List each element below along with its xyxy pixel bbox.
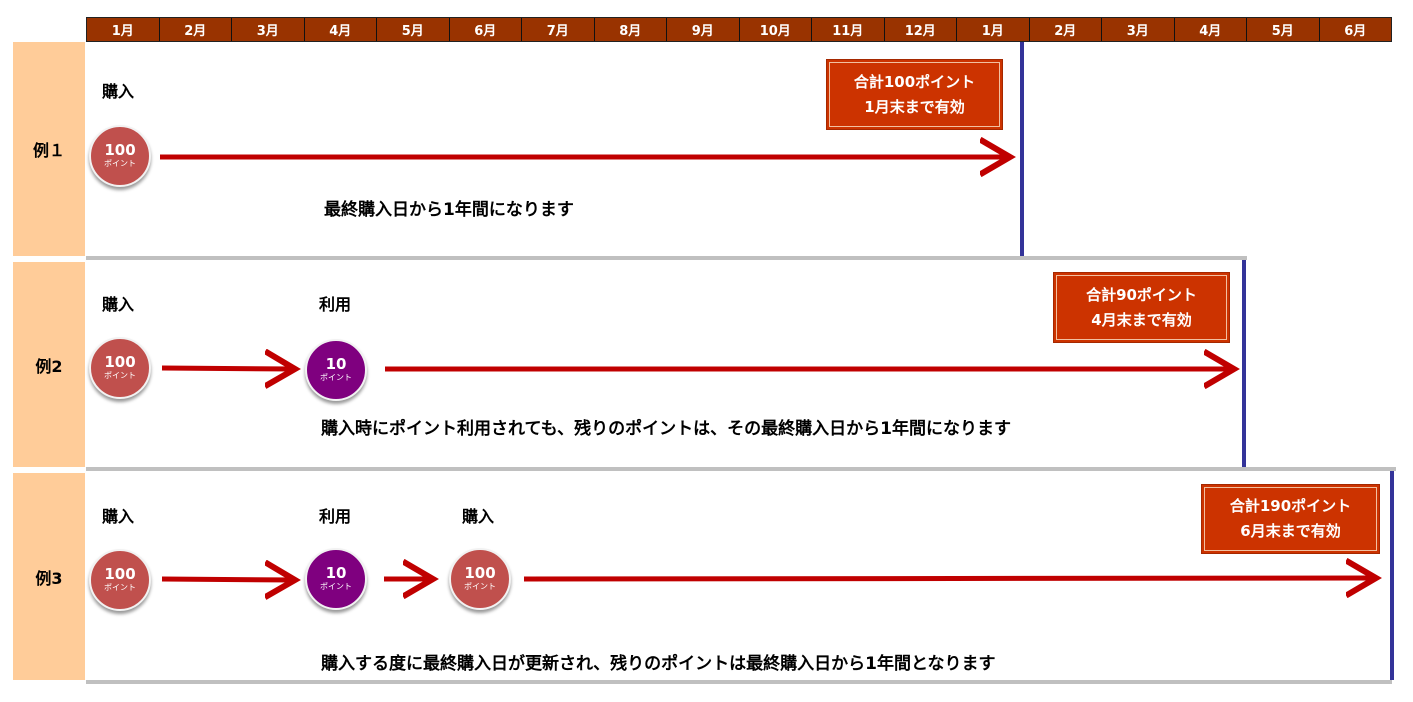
month-cell: 5月 (1247, 18, 1320, 41)
event-use-label: 利用 (319, 295, 352, 314)
coin-unit: ポイント (320, 373, 352, 382)
month-cell: 3月 (1102, 18, 1175, 41)
total-points-badge-1: 合計100ポイント 1月末まで有効 (826, 59, 1003, 130)
coin-unit: ポイント (104, 159, 136, 168)
event-purchase-label: 購入 (462, 507, 495, 526)
month-cell: 10月 (740, 18, 812, 41)
total-points-badge-3: 合計190ポイント 6月末まで有効 (1201, 484, 1380, 554)
example-1-label: 例１ (13, 42, 85, 256)
example-1-description: 最終購入日から1年間になります (324, 200, 574, 220)
month-cell: 2月 (160, 18, 232, 41)
month-cell: 5月 (377, 18, 450, 41)
month-cell: 6月 (450, 18, 522, 41)
month-cell: 1月 (957, 18, 1030, 41)
total-points-badge-2: 合計90ポイント 4月末まで有効 (1053, 272, 1230, 343)
month-cell: 9月 (667, 18, 740, 41)
coin-unit: ポイント (104, 583, 136, 592)
row-separator (86, 256, 1247, 260)
coin-value: 10 (325, 355, 347, 373)
event-purchase-label: 購入 (102, 507, 135, 526)
coin-value: 100 (104, 141, 136, 159)
event-purchase-label: 購入 (102, 82, 135, 101)
month-cell: 4月 (1175, 18, 1247, 41)
arrow-example-2-a (161, 368, 295, 369)
month-cell: 3月 (232, 18, 305, 41)
coin-unit: ポイント (320, 582, 352, 591)
badge-expiry: 1月末まで有効 (864, 97, 965, 116)
coin-value: 100 (104, 353, 136, 371)
month-cell: 4月 (305, 18, 377, 41)
expiry-line-3 (1390, 471, 1394, 680)
expiry-line-2 (1242, 260, 1246, 467)
example-2-description: 購入時にポイント利用されても、残りのポイントは、その最終購入日から1年間になりま… (321, 419, 1011, 439)
coin-unit: ポイント (104, 371, 136, 380)
month-cell: 6月 (1344, 24, 1367, 39)
badge-total: 合計100ポイント (853, 72, 976, 91)
row-separator (86, 680, 1392, 684)
badge-expiry: 4月末まで有効 (1091, 310, 1192, 329)
point-coin-purchase: 100 ポイント (89, 337, 151, 399)
coin-value: 100 (464, 564, 496, 582)
coin-value: 10 (325, 564, 347, 582)
event-use-label: 利用 (319, 507, 352, 526)
example-2-label: 例2 (13, 262, 85, 467)
month-cell: 1月 (87, 18, 160, 41)
point-coin-use: 10 ポイント (305, 339, 367, 401)
point-coin-use: 10 ポイント (305, 548, 367, 610)
month-header: 1月 2月 3月 4月 5月 6月 7月 8月 9月 10月 11月 12月 1… (86, 17, 1392, 42)
month-cell: 7月 (522, 18, 595, 41)
example-3-label: 例3 (13, 473, 85, 680)
expiry-line-1 (1020, 42, 1024, 256)
arrow-example-3-c (523, 578, 1376, 579)
month-cell: 12月 (885, 18, 957, 41)
month-cell: 11月 (812, 18, 885, 41)
point-coin-purchase: 100 ポイント (449, 548, 511, 610)
badge-total: 合計190ポイント (1229, 497, 1352, 515)
month-cell: 2月 (1030, 18, 1102, 41)
badge-expiry: 6月末まで有効 (1240, 522, 1341, 540)
coin-unit: ポイント (464, 582, 496, 591)
arrow-example-3-a (161, 579, 295, 580)
month-cell: 8月 (595, 18, 667, 41)
coin-value: 100 (104, 565, 136, 583)
row-separator (86, 467, 1396, 471)
example-3-description: 購入する度に最終購入日が更新され、残りのポイントは最終購入日から1年間となります (321, 654, 996, 674)
badge-total: 合計90ポイント (1086, 285, 1197, 304)
event-purchase-label: 購入 (102, 295, 135, 314)
point-coin-purchase: 100 ポイント (89, 549, 151, 611)
point-coin-purchase: 100 ポイント (89, 125, 151, 187)
